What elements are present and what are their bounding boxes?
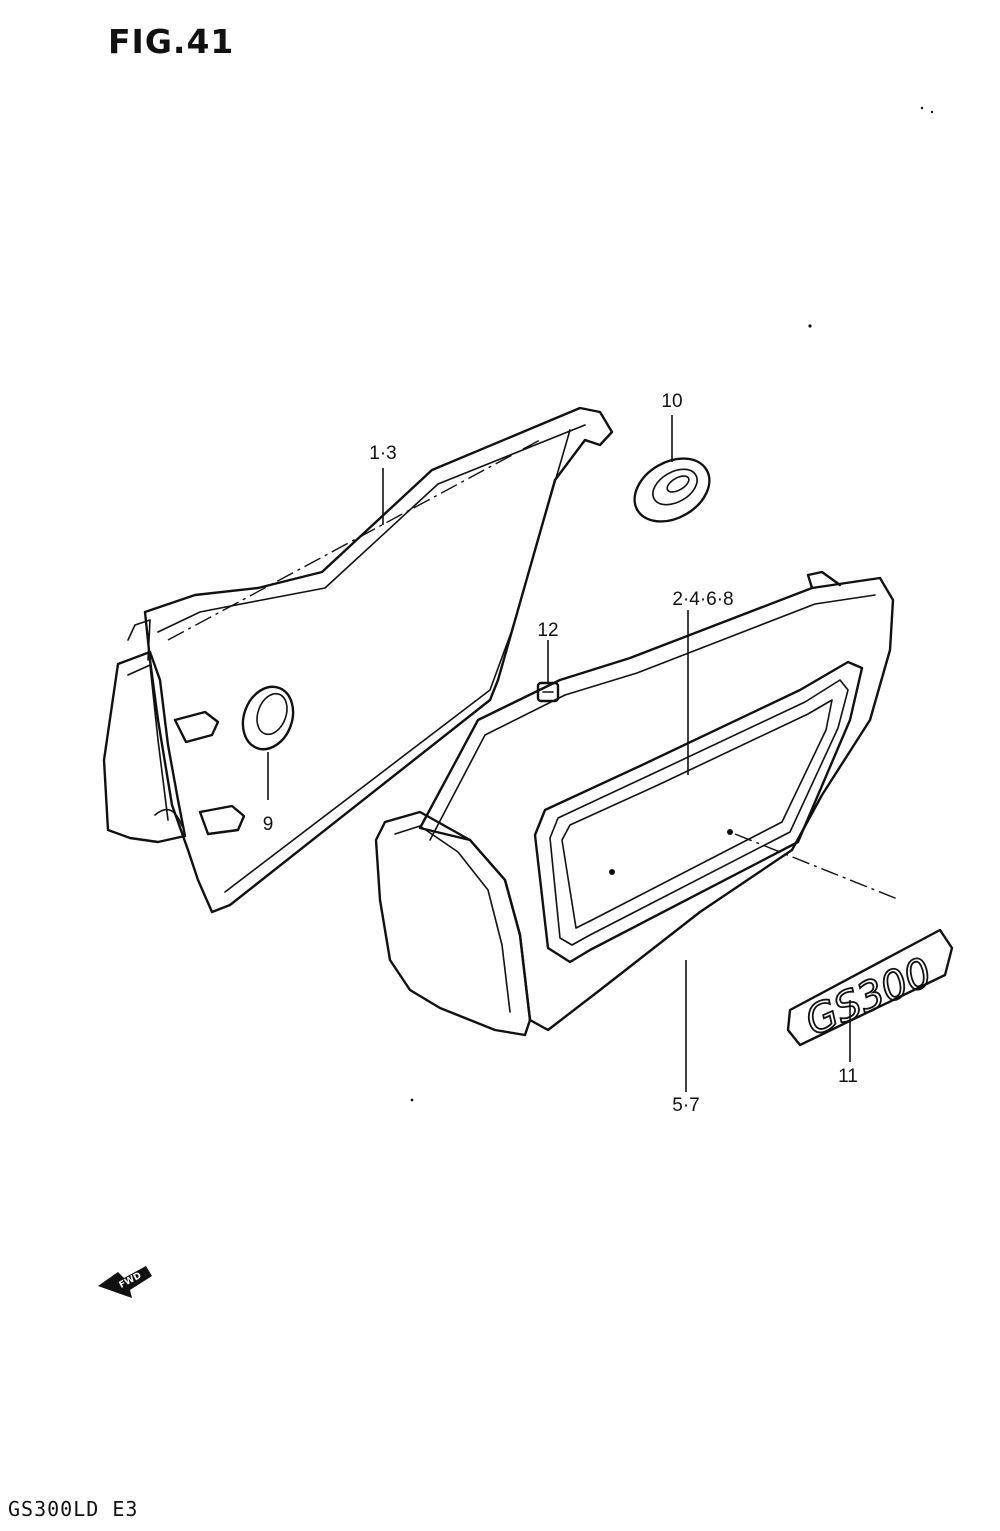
grommet-10	[633, 457, 711, 523]
gs300-emblem: GS300	[786, 928, 954, 1047]
callout-10: 10	[661, 391, 682, 412]
callout-11: 11	[838, 1066, 858, 1087]
callout-12: 12	[537, 620, 558, 641]
callout-1-3: 1·3	[369, 443, 396, 464]
grommet-9	[241, 685, 295, 751]
left-frame-cover	[102, 406, 614, 914]
emblem-text: GS300	[799, 949, 939, 1045]
callout-9: 9	[263, 814, 274, 835]
figure-title: FIG.41	[108, 22, 235, 61]
fwd-arrow-icon: FWD	[98, 1266, 152, 1298]
right-frame-cover	[374, 570, 901, 1037]
model-code: GS300LD E3	[8, 1497, 139, 1521]
callout-5-7: 5·7	[672, 1095, 699, 1116]
callout-2-4-6-8: 2·4·6·8	[672, 589, 733, 610]
